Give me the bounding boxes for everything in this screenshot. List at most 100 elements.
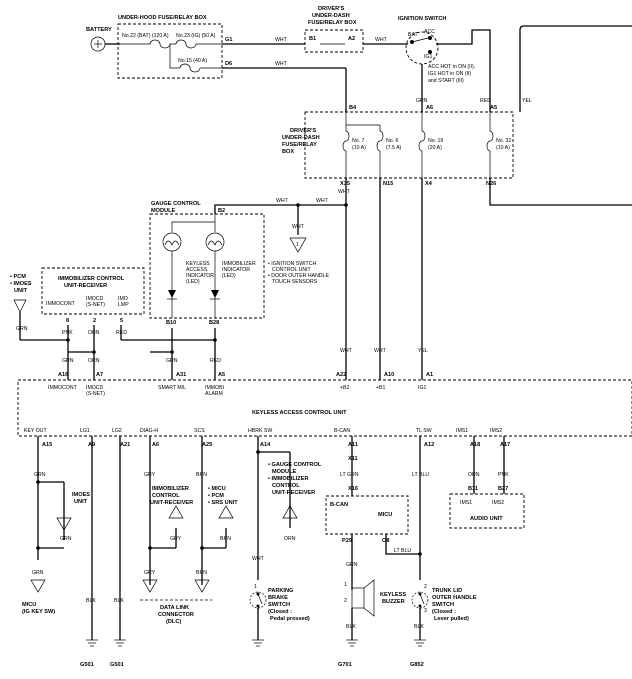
ground-g501-1-icon — [86, 639, 98, 647]
parking-brake-switch-icon — [249, 591, 267, 609]
pin-a31: A31 — [176, 372, 186, 378]
immo-imo-1: IMO — [118, 296, 128, 302]
wire-blk-tl: BLK — [414, 624, 424, 630]
micu-connector-arrow — [30, 579, 46, 593]
wire-grn-ign: GRN — [416, 98, 428, 104]
kacu-imocd-2: (S-NET) — [86, 391, 105, 397]
dlc-label-2: CONNECTOR — [158, 612, 194, 618]
imoes-connector-arrow — [56, 517, 72, 531]
conn-b1: B1 — [309, 36, 316, 42]
wire-wht-branch-1: WHT — [316, 198, 329, 204]
buzzer-pin-1: 1 — [344, 582, 347, 588]
dud2-title-3: FUSE/RELAY — [282, 142, 317, 148]
fuse-19: No. 19 — [428, 138, 443, 144]
wire-brn-mpu: BRN — [220, 536, 231, 542]
gcm-title-2: MODULE — [151, 208, 176, 214]
conn-x16: X16 — [348, 486, 358, 492]
micu-ig-key-label-2: (IG KEY SW) — [22, 609, 55, 615]
immo-immocont: IMMOCONT — [46, 301, 76, 307]
immo-pin-2: 2 — [93, 318, 96, 324]
ground-g501-2-icon — [114, 639, 126, 647]
ign-acc: ACC — [424, 29, 435, 35]
wire-grn-imoes: GRN — [60, 536, 72, 542]
trunk-lid-label-2: OUTER HANDLE — [432, 595, 477, 601]
ignition-switch: IGNITION SWITCH BAT ACC IG1 ACC HOT in O… — [398, 16, 475, 84]
dlc-connector-arrow-2 — [194, 579, 210, 593]
immo-receiver-label-1: IMMOBILIZER — [152, 486, 189, 492]
immobilizer-led-icon — [211, 290, 219, 298]
dlc-label-3: (DLC) — [166, 619, 181, 625]
wire-blk-lg1: BLK — [86, 598, 96, 604]
wire-orn-a18: ORN — [468, 472, 480, 478]
fuse-6-rating: (7.5 A) — [386, 145, 402, 151]
immo-unit-title-2: UNIT-RECEIVER — [64, 283, 107, 289]
wire-grn-a15: GRN — [34, 472, 46, 478]
pin-a18: A18 — [470, 442, 480, 448]
wire-gry-dlc: GRY — [144, 570, 156, 576]
pin-a22: A22 — [336, 372, 346, 378]
ground-pbs-icon — [252, 639, 264, 647]
wire-gry-a6: GRY — [144, 472, 156, 478]
wire-color-wht-3: WHT — [375, 37, 388, 43]
gcm-immo-label-4: CONTROL — [272, 483, 300, 489]
drivers-under-dash-box-main — [304, 111, 514, 179]
ign-note-2: IG1 HOT in ON (II) — [428, 71, 471, 77]
igsw-note-2: CONTROL UNIT — [272, 267, 312, 273]
wire-color-wht-1: WHT — [275, 37, 288, 43]
pin-a7: A7 — [96, 372, 103, 378]
ground-g501-label-1: G501 — [80, 662, 94, 668]
kacu-ims2: IMS2 — [490, 428, 502, 434]
pbs-label-1: PARKING — [268, 588, 293, 594]
kacu-plus-b2: +B2 — [340, 385, 349, 391]
kacu-immocont: IMMOCONT — [48, 385, 78, 391]
immobilizer-control-unit-receiver — [41, 267, 145, 315]
micu-title: MICU — [378, 512, 392, 518]
wire-grn-b10: GRN — [166, 358, 178, 364]
pbs-label-4: (Closed : — [268, 609, 292, 615]
gcm-title-1: GAUGE CONTROL — [151, 201, 201, 207]
pcm-note-2: • IMOES — [10, 281, 32, 287]
wire-yel-top: YEL — [522, 98, 532, 104]
pin-a11: A11 — [348, 442, 358, 448]
trunk-lid-label-1: TRUNK LID — [432, 588, 462, 594]
immo-pin-8: 8 — [66, 318, 69, 324]
pbs-pin-1: 1 — [254, 584, 257, 590]
conn-n15: N15 — [383, 181, 393, 187]
dud2-title-1: DRIVER'S — [290, 128, 316, 134]
conn-b4: B4 — [349, 105, 357, 111]
wire-color-wht-2: WHT — [275, 61, 288, 67]
wire-red-immo: RED — [116, 330, 127, 336]
wire-gry-immo: GRY — [170, 536, 182, 542]
fuse-15-label: No.15 (40 A) — [178, 58, 207, 64]
ign-bat: BAT — [408, 32, 419, 38]
immo-receiver-label-3: UNIT-RECEIVER — [150, 500, 193, 506]
pin-a6: A6 — [152, 442, 159, 448]
dud-title-3: FUSE/RELAY BOX — [308, 20, 357, 26]
kacu-diag-h: DIAG-H — [140, 428, 158, 434]
imoes-unit-label-2: UNIT — [74, 499, 88, 505]
keyless-buzzer-label-2: BUZZER — [382, 599, 405, 605]
kacu-hbrk-sw: HBRK SW — [248, 428, 272, 434]
pin-a17: A17 — [500, 442, 510, 448]
wire-grn-p29: GRN — [346, 562, 358, 568]
wire-ltgrn-a11: LT GRN — [340, 472, 359, 478]
gcm-immo-label-1: • GAUGE CONTROL — [268, 462, 322, 468]
tl-pin-2: 2 — [424, 584, 427, 590]
keyless-buzzer-label-1: KEYLESS — [380, 592, 406, 598]
fuse-6: No. 6 — [386, 138, 399, 144]
wire-red-b28: RED — [210, 358, 221, 364]
tl-pin-3: 3 — [424, 608, 427, 614]
kacu-ims1: IMS1 — [456, 428, 468, 434]
audio-unit-title: AUDIO UNIT — [470, 516, 503, 522]
battery-label: BATTERY — [86, 27, 112, 33]
kacu-lg1: LG1 — [80, 428, 90, 434]
conn-d6: D6 — [225, 61, 232, 67]
micu-pcm-srs-label-3: • SRS UNIT — [208, 500, 238, 506]
buzzer-pin-2: 2 — [344, 598, 347, 604]
conn-p29: P29 — [342, 538, 352, 544]
keyless-access-control-unit — [17, 379, 632, 437]
kacu-title: KEYLESS ACCESS CONTROL UNIT — [252, 410, 347, 416]
wire-pnk-a17: PNK — [498, 472, 509, 478]
audio-ims2: IMS2 — [492, 500, 504, 506]
